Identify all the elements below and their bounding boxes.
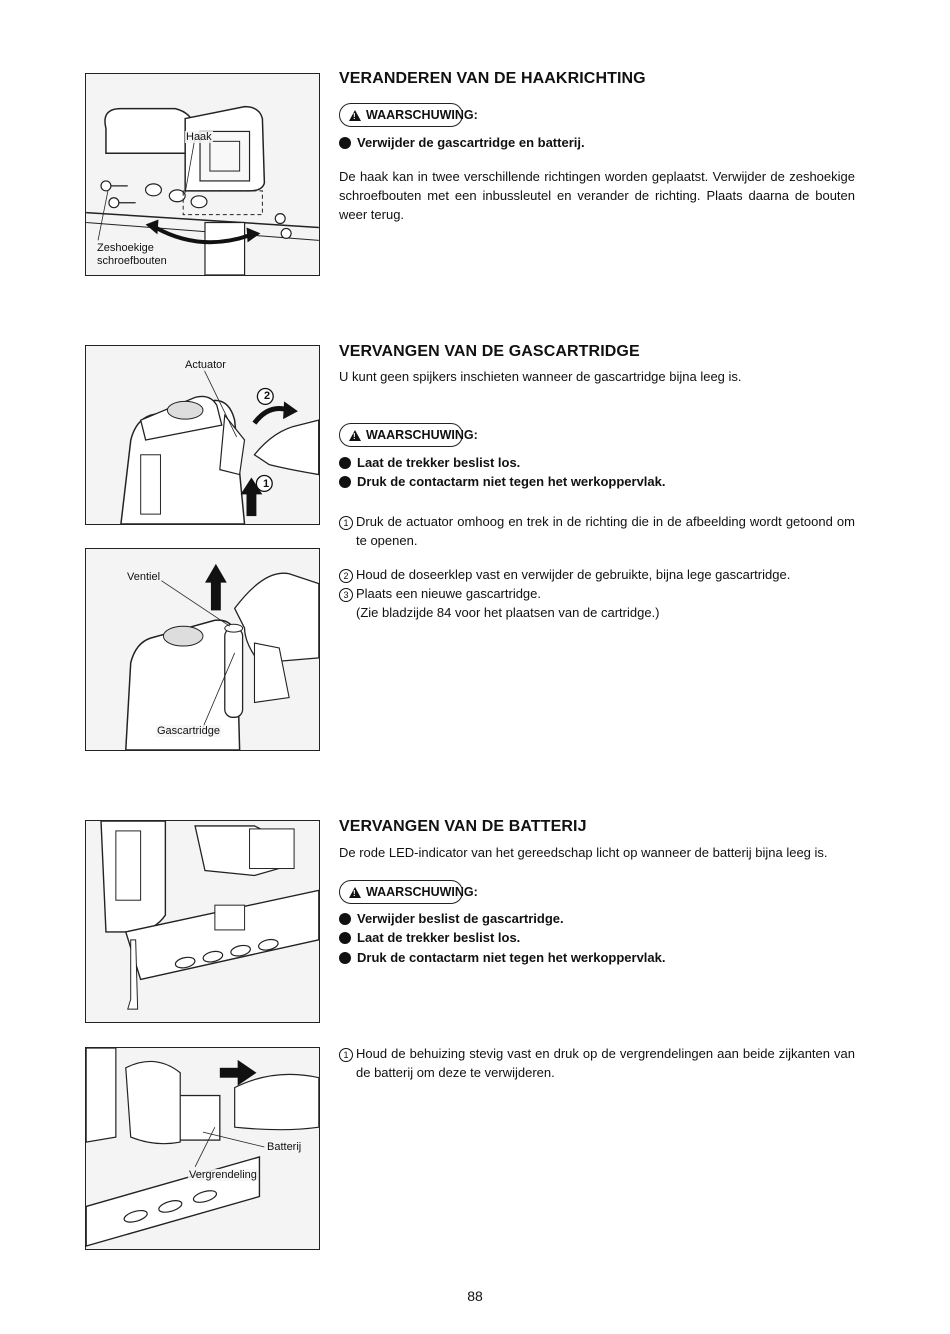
warning-bullet-text: Druk de contactarm niet tegen het werkop… bbox=[357, 950, 666, 965]
bullet-dot-icon bbox=[339, 912, 351, 925]
warning-badge: WAARSCHUWING: bbox=[339, 103, 478, 127]
paragraph-hook: De haak kan in twee verschillende richti… bbox=[339, 169, 855, 222]
warning-bullet: Druk de contactarm niet tegen het werkop… bbox=[339, 950, 665, 965]
intro-gas-cartridge: U kunt geen spijkers inschieten wanneer … bbox=[339, 369, 742, 384]
callout-actuator: Actuator bbox=[184, 359, 227, 371]
bullet-dot-icon bbox=[339, 136, 351, 149]
warning-badge: WAARSCHUWING: bbox=[339, 423, 478, 447]
warning-label: WAARSCHUWING: bbox=[366, 108, 478, 122]
warning-bullet-text: Laat de trekker beslist los. bbox=[357, 930, 521, 945]
figure-valve: Ventiel Gascartridge bbox=[85, 548, 320, 751]
callout-batterij: Batterij bbox=[266, 1141, 303, 1153]
heading-gas-cartridge: VERVANGEN VAN DE GASCARTRIDGE bbox=[339, 343, 640, 360]
warning-bullet: Laat de trekker beslist los. bbox=[339, 930, 520, 945]
hook-illustration bbox=[86, 105, 319, 275]
valve-illustration bbox=[125, 563, 319, 750]
warning-triangle-icon bbox=[349, 109, 361, 121]
intro-battery: De rode LED-indicator van het gereedscha… bbox=[339, 845, 828, 860]
step-number: 1 bbox=[339, 1048, 353, 1062]
actuator-illustration bbox=[120, 367, 319, 524]
step-number: 2 bbox=[339, 569, 353, 583]
warning-badge: WAARSCHUWING: bbox=[339, 880, 478, 904]
step-text: Druk de actuator omhoog en trek in de ri… bbox=[356, 514, 855, 548]
battery-tool-illustration bbox=[100, 821, 319, 1010]
warning-label: WAARSCHUWING: bbox=[366, 885, 478, 899]
warning-bullet: Druk de contactarm niet tegen het werkop… bbox=[339, 474, 665, 489]
figure-actuator: Actuator 2 1 bbox=[85, 345, 320, 525]
page-number: 88 bbox=[467, 1288, 483, 1304]
step-text: Plaats een nieuwe gascartridge. bbox=[356, 586, 542, 601]
callout-bolts-line1: Zeshoekige bbox=[96, 242, 155, 254]
warning-bullet-text: Verwijder beslist de gascartridge. bbox=[357, 911, 564, 926]
step-number: 1 bbox=[339, 516, 353, 530]
figure-hook-direction: Haak Zeshoekige schroefbouten bbox=[85, 73, 320, 276]
callout-ventiel: Ventiel bbox=[126, 571, 162, 583]
warning-bullet: Laat de trekker beslist los. bbox=[339, 455, 520, 470]
step-1: 1 Houd de behuizing stevig vast en druk … bbox=[339, 1044, 855, 1082]
warning-bullet: Verwijder de gascartridge en batterij. bbox=[339, 135, 585, 150]
figure-battery-removal: Batterij Vergrendeling bbox=[85, 1047, 320, 1250]
note-page-reference: (Zie bladzijde 84 voor het plaatsen van … bbox=[356, 605, 660, 620]
warning-bullet: Verwijder beslist de gascartridge. bbox=[339, 911, 564, 926]
callout-vergrendeling: Vergrendeling bbox=[188, 1169, 258, 1181]
heading-hook-direction: VERANDEREN VAN DE HAAKRICHTING bbox=[339, 70, 646, 87]
bullet-dot-icon bbox=[339, 931, 351, 944]
step-2: 2 Houd de doseerklep vast en verwijder d… bbox=[339, 565, 855, 584]
step-text: Houd de behuizing stevig vast en druk op… bbox=[356, 1046, 855, 1080]
warning-bullet-text: Verwijder de gascartridge en batterij. bbox=[357, 135, 585, 150]
heading-battery: VERVANGEN VAN DE BATTERIJ bbox=[339, 818, 587, 835]
callout-gascartridge: Gascartridge bbox=[156, 725, 221, 737]
warning-label: WAARSCHUWING: bbox=[366, 428, 478, 442]
bullet-dot-icon bbox=[339, 456, 351, 469]
callout-haak: Haak bbox=[185, 131, 213, 143]
bullet-dot-icon bbox=[339, 475, 351, 488]
step-1: 1 Druk de actuator omhoog en trek in de … bbox=[339, 512, 855, 550]
callout-bolts-line2: schroefbouten bbox=[96, 255, 168, 267]
figure-battery-tool bbox=[85, 820, 320, 1023]
bullet-dot-icon bbox=[339, 951, 351, 964]
marker-1: 1 bbox=[262, 478, 270, 490]
warning-triangle-icon bbox=[349, 886, 361, 898]
step-text: Houd de doseerklep vast en verwijder de … bbox=[356, 567, 791, 582]
warning-bullet-text: Laat de trekker beslist los. bbox=[357, 455, 521, 470]
warning-bullet-text: Druk de contactarm niet tegen het werkop… bbox=[357, 474, 666, 489]
step-number: 3 bbox=[339, 588, 353, 602]
step-3: 3 Plaats een nieuwe gascartridge. bbox=[339, 584, 855, 603]
marker-2: 2 bbox=[263, 390, 271, 402]
warning-triangle-icon bbox=[349, 429, 361, 441]
